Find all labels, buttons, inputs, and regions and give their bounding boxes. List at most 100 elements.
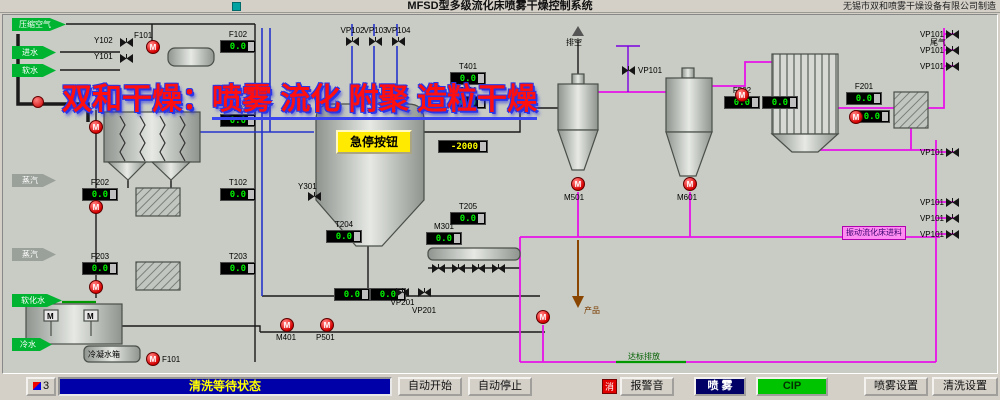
- diagram-label: Y101: [94, 52, 113, 61]
- display-T201: 0.0: [220, 114, 256, 127]
- valve-VP201-1[interactable]: [396, 288, 409, 297]
- pump-F101-bottom[interactable]: M: [146, 352, 160, 366]
- display-label-F401: F401: [458, 86, 478, 95]
- spray-settings-button[interactable]: 喷雾设置: [864, 377, 928, 396]
- display-T102: 0.0: [220, 188, 256, 201]
- display-F203: 0.0: [82, 262, 118, 275]
- valve-VP101-r4[interactable]: [946, 148, 959, 157]
- page-icon: [32, 382, 41, 391]
- diagram-label: 尾气: [930, 38, 946, 47]
- cip-button[interactable]: CIP: [756, 377, 828, 396]
- valve-VP103[interactable]: [369, 37, 382, 46]
- display-F502b: 0.0: [762, 96, 798, 109]
- flow-arrow: 蒸汽: [12, 248, 56, 261]
- spray-button[interactable]: 喷 雾: [694, 377, 746, 396]
- display-T401: 0.0: [450, 72, 486, 85]
- valve-label-VP104: VP104: [386, 26, 411, 35]
- valve-VP101[interactable]: [622, 66, 635, 75]
- diagram-label: VP201: [412, 306, 437, 315]
- emergency-stop-button[interactable]: 急停按钮: [336, 130, 412, 154]
- display-label-T201: T201: [228, 104, 248, 113]
- display-T203: 0.0: [220, 262, 256, 275]
- display-label-T401: T401: [458, 62, 478, 71]
- display-weight: -2000: [438, 140, 488, 153]
- valve-VP101-r2[interactable]: [946, 46, 959, 55]
- pump-M401[interactable]: M: [280, 318, 294, 332]
- diagram-label: 振动流化床进料: [842, 226, 906, 240]
- diagram-label: 排空: [566, 38, 582, 47]
- display-F201: 0.0: [846, 92, 882, 105]
- flow-arrow: 进水: [12, 46, 56, 59]
- diagram-label: F101: [134, 31, 153, 40]
- pump-F101-top[interactable]: M: [146, 40, 160, 54]
- valve-VP101-r5[interactable]: [946, 198, 959, 207]
- diagram-label: 产品: [584, 306, 600, 315]
- display-label-F201: F201: [854, 82, 874, 91]
- valve-mv4[interactable]: [492, 264, 505, 273]
- pump-M601[interactable]: M: [683, 177, 697, 191]
- diagram-label: M601: [677, 193, 698, 202]
- pump-blower-3[interactable]: M: [89, 280, 103, 294]
- valve-VP101-r7[interactable]: [946, 230, 959, 239]
- pump-fan-2[interactable]: M: [849, 110, 863, 124]
- display-label-T102: T102: [228, 178, 248, 187]
- auto-start-button[interactable]: 自动开始: [398, 377, 462, 396]
- valve-label-VP201-1: VP201: [390, 298, 415, 307]
- pump-blower-1[interactable]: M: [89, 120, 103, 134]
- display-wash1: 0.0: [334, 288, 370, 301]
- display-label-F202: F202: [90, 178, 110, 187]
- manufacturer-label: 无锡市双和喷雾干燥设备有限公司制造: [842, 1, 996, 11]
- diagram-label: 达标排放: [628, 352, 660, 361]
- diagram-label: M501: [564, 193, 585, 202]
- valve-VP101-r1[interactable]: [946, 30, 959, 39]
- diagram-label: F101: [162, 355, 181, 364]
- pump-blower-2[interactable]: M: [89, 200, 103, 214]
- valve-VP201-2[interactable]: [418, 288, 431, 297]
- valve-label-VP101-r6: VP101: [919, 214, 944, 223]
- pump-fan-1[interactable]: M: [735, 88, 749, 102]
- valve-VP102[interactable]: [346, 37, 359, 46]
- mute-alarm-icon[interactable]: 消: [602, 379, 617, 394]
- display-label-M301: M301: [433, 222, 454, 231]
- title-marker: [232, 2, 241, 11]
- indicator-light: [32, 96, 44, 108]
- valve-mv3[interactable]: [472, 264, 485, 273]
- diagram-label: M401: [276, 333, 297, 342]
- diagram-label: 冷凝水箱: [88, 350, 120, 359]
- status-bar: 清洗等待状态: [58, 377, 392, 396]
- flow-arrow: 压缩空气: [12, 18, 66, 31]
- app-title: MFSD型多级流化床喷雾干燥控制系统: [407, 0, 593, 12]
- display-T205: 0.0: [450, 212, 486, 225]
- diagram-label: P501: [316, 333, 335, 342]
- alarm-sound-button[interactable]: 报警音: [620, 377, 674, 396]
- valve-Y301v[interactable]: [308, 192, 321, 201]
- display-F401: 0.0: [450, 96, 486, 109]
- valve-label-VP101-r5: VP101: [919, 198, 944, 207]
- title-bar: MFSD型多级流化床喷雾干燥控制系统 无锡市双和喷雾干燥设备有限公司制造: [0, 0, 1000, 13]
- valve-Y102v[interactable]: [120, 38, 133, 47]
- valve-label-VP103: VP103: [363, 26, 388, 35]
- diagram-label: Y102: [94, 36, 113, 45]
- valve-VP104[interactable]: [392, 37, 405, 46]
- pump-M501[interactable]: M: [571, 177, 585, 191]
- valve-mv1[interactable]: [432, 264, 445, 273]
- flow-arrow: 蒸汽: [12, 174, 56, 187]
- clean-settings-button[interactable]: 清洗设置: [932, 377, 998, 396]
- valve-Y101v[interactable]: [120, 54, 133, 63]
- auto-stop-button[interactable]: 自动停止: [468, 377, 532, 396]
- display-F102: 0.0: [220, 40, 256, 53]
- display-label-T204: T204: [334, 220, 354, 229]
- page-button[interactable]: 3: [26, 377, 56, 396]
- valve-label-VP101-r7: VP101: [919, 230, 944, 239]
- display-label-T205: T205: [458, 202, 478, 211]
- pump-P501[interactable]: M: [320, 318, 334, 332]
- valve-mv2[interactable]: [452, 264, 465, 273]
- pump-cip-pump[interactable]: M: [536, 310, 550, 324]
- valve-VP101-r3[interactable]: [946, 62, 959, 71]
- valve-VP101-r6[interactable]: [946, 214, 959, 223]
- display-label-F203: F203: [90, 252, 110, 261]
- flow-arrow: 软化水: [12, 294, 62, 307]
- display-label-F102: F102: [228, 30, 248, 39]
- page-number: 3: [42, 380, 50, 392]
